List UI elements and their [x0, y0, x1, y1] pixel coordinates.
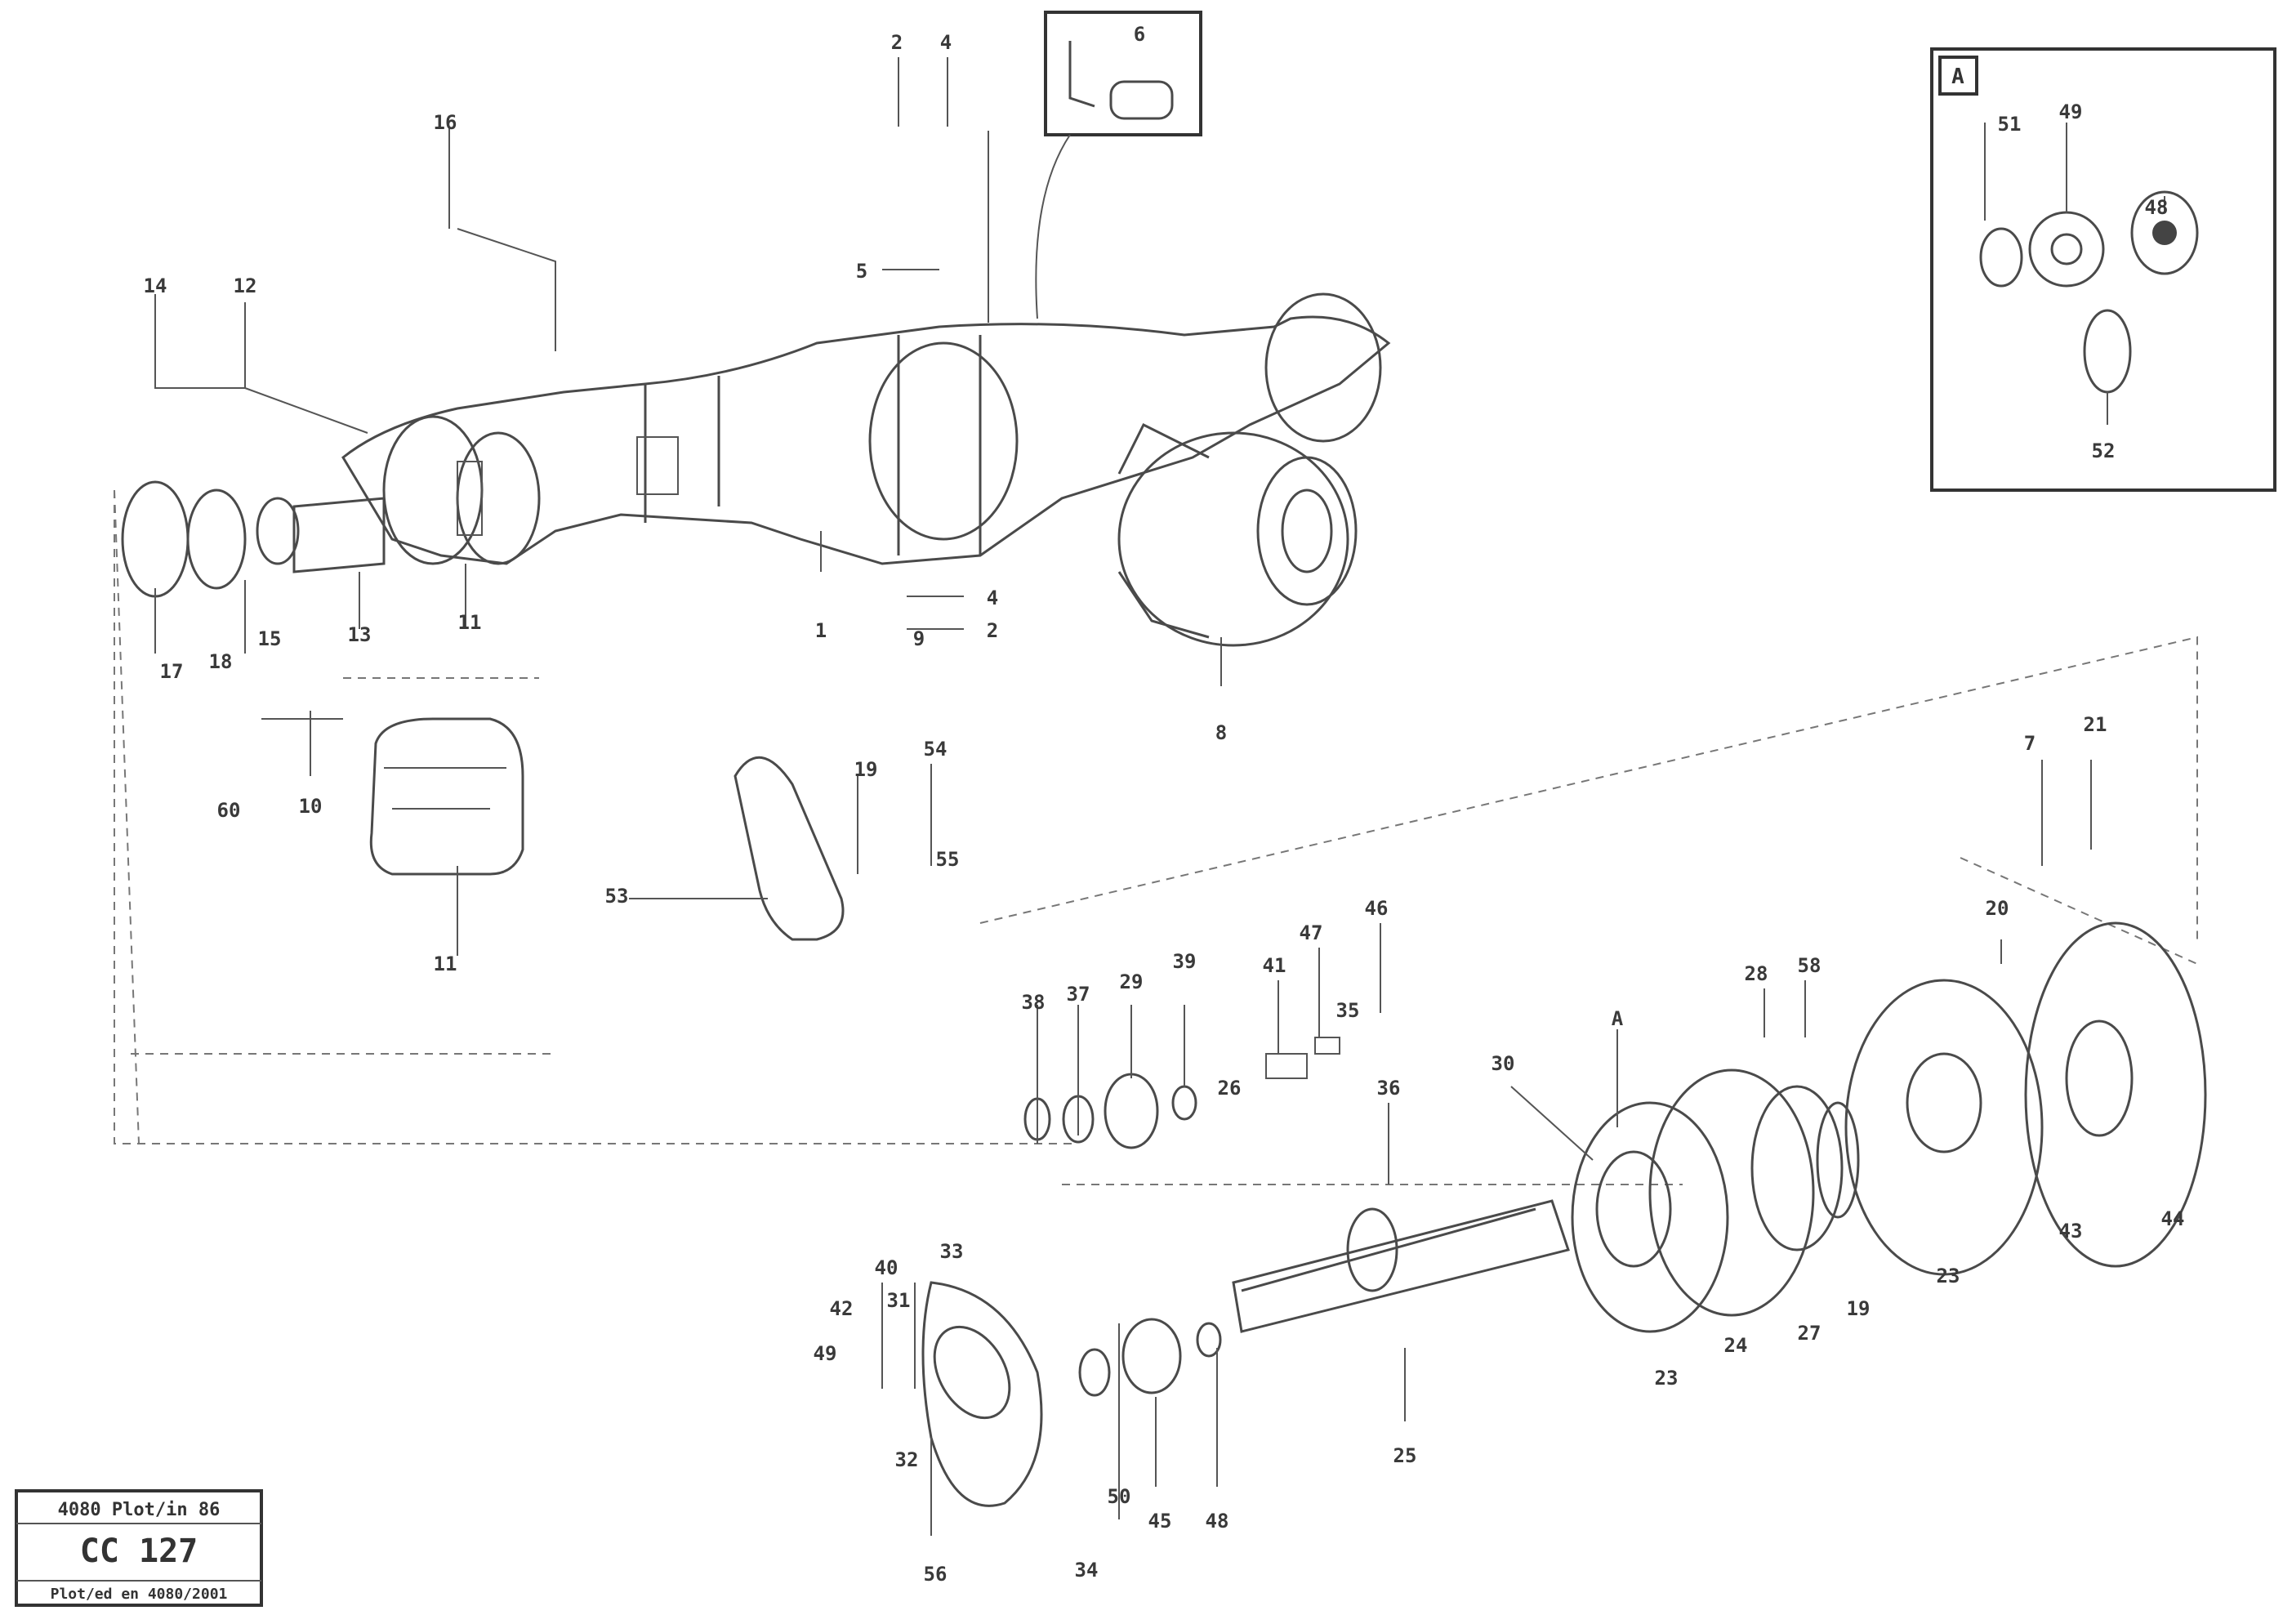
callout: 58 — [1798, 954, 1821, 977]
callout: 28 — [1745, 962, 1768, 985]
callout: 23 — [1655, 1367, 1679, 1390]
callout: 4 — [940, 31, 952, 54]
bracket-19 — [369, 717, 524, 876]
callout: 54 — [924, 738, 948, 761]
callout: 13 — [348, 623, 372, 646]
callout: 23 — [1937, 1265, 1960, 1287]
title-line2: CC 127 — [80, 1533, 198, 1570]
inset-callout: 51 — [1998, 113, 2022, 136]
inset-a-label: A — [1951, 65, 1964, 89]
callout: 43 — [2059, 1220, 2083, 1243]
callout: 19 — [1847, 1297, 1871, 1320]
callout: 60 — [217, 799, 241, 822]
inset-a — [1930, 47, 2276, 492]
title-line3: Plot/ed en 4080/2001 — [51, 1586, 228, 1603]
callout: 9 — [913, 627, 925, 650]
callout: 21 — [2084, 713, 2107, 736]
breakout-frame-lower — [131, 857, 2198, 1055]
callout: 12 — [234, 274, 257, 297]
callout: 18 — [209, 650, 233, 673]
inset-callout: 49 — [2059, 100, 2083, 123]
callout: 46 — [1365, 897, 1389, 920]
inset-callout: 52 — [2092, 439, 2116, 462]
callout: 50 — [1108, 1485, 1131, 1508]
callout: 42 — [830, 1297, 854, 1320]
callout: 15 — [258, 627, 282, 650]
callout: 55 — [936, 848, 960, 871]
callout: 17 — [160, 660, 184, 683]
inset-a-labels: A 51 49 48 52 — [1951, 65, 2168, 462]
callout: 45 — [1148, 1510, 1172, 1533]
callout: 27 — [1798, 1322, 1821, 1345]
callout: A — [1612, 1007, 1624, 1030]
callout: 49 — [814, 1342, 837, 1365]
callout: 19 — [854, 758, 878, 781]
callout: 6 — [1134, 23, 1145, 46]
callout: 40 — [875, 1256, 898, 1279]
callout: 41 — [1263, 954, 1286, 977]
callout: 24 — [1724, 1334, 1748, 1357]
callout: 5 — [856, 260, 867, 283]
title-line1: 4080 Plot/in 86 — [58, 1500, 221, 1520]
planet-carrier-assembly — [921, 921, 2207, 1507]
callout: 29 — [1120, 970, 1144, 993]
callout: 14 — [144, 274, 167, 297]
callout: 32 — [895, 1448, 919, 1471]
callout: 44 — [2161, 1207, 2185, 1230]
callout: 11 — [434, 953, 457, 975]
left-end-parts — [121, 415, 541, 598]
callout: 16 — [434, 111, 457, 134]
callout: 48 — [1206, 1510, 1229, 1533]
callout: 35 — [1336, 999, 1360, 1022]
callout: 33 — [940, 1240, 964, 1263]
callout: 7 — [2024, 732, 2036, 755]
callout: 53 — [605, 885, 629, 908]
axle-housing — [341, 292, 1391, 565]
breakout-frame — [114, 489, 2198, 1185]
leader-lines — [154, 57, 2165, 1536]
callout: 1 — [815, 619, 827, 642]
callout: 25 — [1393, 1444, 1417, 1467]
callout: 2 — [891, 31, 903, 54]
wheel-hub — [1117, 422, 1358, 647]
callout: 11 — [458, 611, 482, 634]
callout: 26 — [1218, 1077, 1242, 1100]
callout-labels: 2 4 5 6 1 4 2 8 9 11 13 14 12 15 17 18 1… — [144, 23, 2185, 1586]
callout: 30 — [1492, 1052, 1515, 1075]
callout: 34 — [1075, 1559, 1099, 1582]
callout: 8 — [1215, 721, 1227, 744]
callout: 39 — [1173, 950, 1197, 973]
callout: 37 — [1067, 983, 1090, 1006]
callout: 36 — [1377, 1077, 1401, 1100]
callout: 2 — [987, 619, 998, 642]
callout: 38 — [1022, 991, 1046, 1014]
callout: 20 — [1986, 897, 2009, 920]
callout: 56 — [924, 1563, 948, 1586]
title-block: 4080 Plot/in 86 CC 127 Plot/ed en 4080/2… — [15, 1489, 263, 1607]
detail-box-top — [1044, 11, 1202, 136]
callout: 10 — [299, 795, 323, 818]
callout: 47 — [1300, 921, 1323, 944]
arm-7 — [734, 756, 845, 941]
inset-callout: 48 — [2145, 196, 2169, 219]
callout: 31 — [887, 1289, 911, 1312]
callout: 4 — [987, 587, 998, 609]
